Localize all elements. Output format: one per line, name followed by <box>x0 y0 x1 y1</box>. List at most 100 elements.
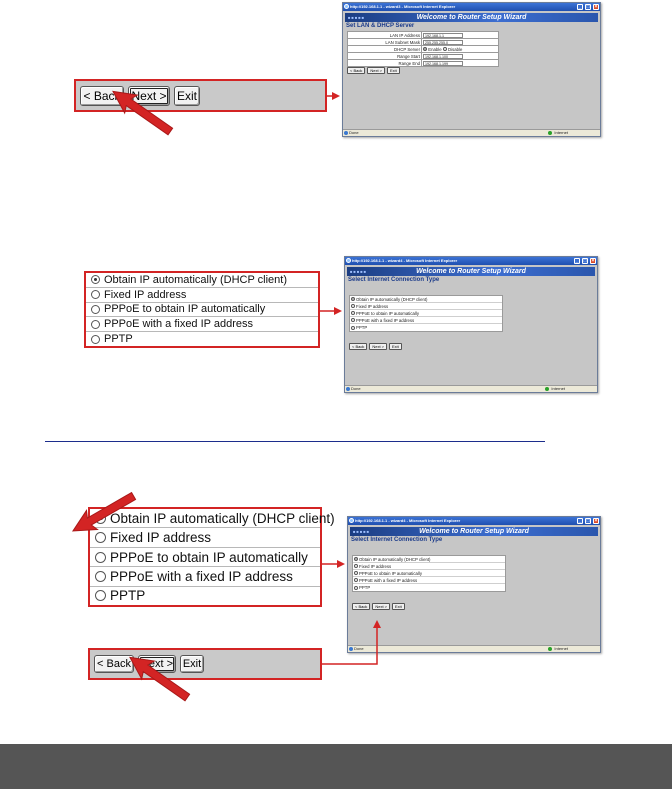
radio-button-icon[interactable] <box>351 297 355 301</box>
mini-back-button[interactable]: < Back <box>352 603 371 610</box>
option-label: PPPoE with a fixed IP address <box>356 317 415 323</box>
close-icon[interactable]: × <box>593 4 599 10</box>
option-label: Obtain IP automatically (DHCP client) <box>104 273 287 286</box>
exit-button[interactable]: Exit <box>180 655 204 673</box>
connection-option-0[interactable]: Obtain IP automatically (DHCP client) <box>86 273 318 288</box>
mini-back-button[interactable]: < Back <box>347 67 366 74</box>
page-icon <box>346 387 350 391</box>
maximize-icon[interactable]: □ <box>585 518 591 524</box>
range-start-input[interactable]: 192.168.1.100 <box>423 53 463 59</box>
dhcp-enable-radio[interactable] <box>423 47 427 52</box>
close-icon[interactable]: × <box>590 258 596 264</box>
mini-next-button[interactable]: Next > <box>372 603 391 610</box>
connection-option-2[interactable]: PPPoE to obtain IP automatically <box>90 548 320 568</box>
option-label: PPTP <box>356 325 368 330</box>
internet-zone-icon <box>545 387 549 391</box>
radio-button-icon[interactable] <box>91 275 100 285</box>
mini-exit-button[interactable]: Exit <box>389 343 402 350</box>
radio-button-icon[interactable] <box>354 557 358 561</box>
mini-next-button[interactable]: Next > <box>369 343 388 350</box>
back-button[interactable]: < Back <box>94 655 134 673</box>
page-icon <box>349 647 353 651</box>
ie-icon <box>344 4 349 9</box>
browser-window-connection-2: http://192.168.1.1 - wizard4 - Microsoft… <box>347 516 601 653</box>
option-label: Fixed IP address <box>104 288 187 301</box>
radio-button-icon[interactable] <box>95 551 106 563</box>
lan-ip-input[interactable]: 192.168.1.1 <box>423 32 463 38</box>
mini-exit-button[interactable]: Exit <box>387 67 400 74</box>
option-label: PPPoE to obtain IP automatically <box>356 310 419 316</box>
close-icon[interactable]: × <box>593 518 599 524</box>
radio-button-icon[interactable] <box>354 578 358 582</box>
mini-connection-option-1[interactable]: Fixed IP address <box>353 563 505 570</box>
minimize-icon[interactable]: _ <box>577 518 583 524</box>
radio-button-icon[interactable] <box>351 311 355 315</box>
range-end-input[interactable]: 192.168.1.199 <box>423 60 463 66</box>
page-footer-bar <box>0 744 672 789</box>
pointer-arrow-obtain-ip <box>71 491 137 532</box>
mini-back-button[interactable]: < Back <box>349 343 368 350</box>
radio-button-icon[interactable] <box>354 564 358 568</box>
option-label: PPPoE with a fixed IP address <box>359 577 418 583</box>
subnet-mask-input[interactable]: 255.255.255.0 <box>423 39 463 45</box>
radio-button-icon[interactable] <box>351 318 355 322</box>
pointer-arrow-next <box>112 90 174 136</box>
mini-connection-option-3[interactable]: PPPoE with a fixed IP address <box>353 577 505 584</box>
connection-option-3[interactable]: PPPoE with a fixed IP address <box>90 567 320 587</box>
maximize-icon[interactable]: □ <box>585 4 591 10</box>
mini-exit-button[interactable]: Exit <box>392 603 405 610</box>
window-titlebar: http://192.168.1.1 - wizard3 - Microsoft… <box>343 3 600 11</box>
wizard-subheader: Select Internet Connection Type <box>348 277 440 283</box>
option-label: Obtain IP automatically (DHCP client) <box>110 510 335 526</box>
radio-button-icon[interactable] <box>91 290 100 300</box>
radio-button-icon[interactable] <box>354 585 358 590</box>
radio-button-icon[interactable] <box>354 571 358 575</box>
connection-option-4[interactable]: PPTP <box>90 587 320 605</box>
ie-icon <box>349 518 354 523</box>
radio-button-icon[interactable] <box>351 325 355 330</box>
next-button[interactable]: Next > <box>128 86 170 106</box>
mini-connection-option-0[interactable]: Obtain IP automatically (DHCP client) <box>350 296 502 303</box>
mini-connection-option-4[interactable]: PPTP <box>353 584 505 591</box>
section-divider <box>45 441 545 442</box>
minimize-icon[interactable]: _ <box>577 4 583 10</box>
maximize-icon[interactable]: □ <box>582 258 588 264</box>
radio-button-icon[interactable] <box>95 532 106 544</box>
connection-option-2[interactable]: PPPoE to obtain IP automatically <box>86 303 318 318</box>
connection-option-1[interactable]: Fixed IP address <box>90 528 320 548</box>
mini-connection-option-1[interactable]: Fixed IP address <box>350 303 502 310</box>
option-label: Obtain IP automatically (DHCP client) <box>356 296 428 302</box>
page-icon <box>344 131 348 135</box>
connection-option-4[interactable]: PPTP <box>86 332 318 346</box>
connector-arrow <box>322 620 381 665</box>
ie-icon <box>346 258 351 263</box>
radio-button-icon[interactable] <box>95 570 106 582</box>
minimize-icon[interactable]: _ <box>574 258 580 264</box>
radio-button-icon[interactable] <box>91 304 100 314</box>
option-label: PPPoE to obtain IP automatically <box>110 549 308 565</box>
mini-connection-option-0[interactable]: Obtain IP automatically (DHCP client) <box>353 556 505 563</box>
option-label: Fixed IP address <box>110 530 212 546</box>
connection-option-3[interactable]: PPPoE with a fixed IP address <box>86 317 318 333</box>
option-label: PPTP <box>359 585 371 590</box>
radio-button-icon[interactable] <box>95 590 106 602</box>
radio-button-icon[interactable] <box>91 319 100 329</box>
option-label: Fixed IP address <box>359 563 392 569</box>
radio-button-icon[interactable] <box>351 304 355 308</box>
mini-connection-option-3[interactable]: PPPoE with a fixed IP address <box>350 317 502 324</box>
connection-option-1[interactable]: Fixed IP address <box>86 288 318 303</box>
radio-button-icon[interactable] <box>91 334 100 344</box>
option-label: PPPoE with a fixed IP address <box>110 568 293 584</box>
option-label: PPPoE to obtain IP automatically <box>359 570 422 576</box>
mini-connection-option-2[interactable]: PPPoE to obtain IP automatically <box>350 310 502 317</box>
exit-button[interactable]: Exit <box>174 86 200 106</box>
mini-next-button[interactable]: Next > <box>367 67 386 74</box>
internet-zone-icon <box>548 131 552 135</box>
mini-connection-option-2[interactable]: PPPoE to obtain IP automatically <box>353 570 505 577</box>
mini-connection-option-4[interactable]: PPTP <box>350 324 502 331</box>
dhcp-disable-radio[interactable] <box>442 47 447 52</box>
